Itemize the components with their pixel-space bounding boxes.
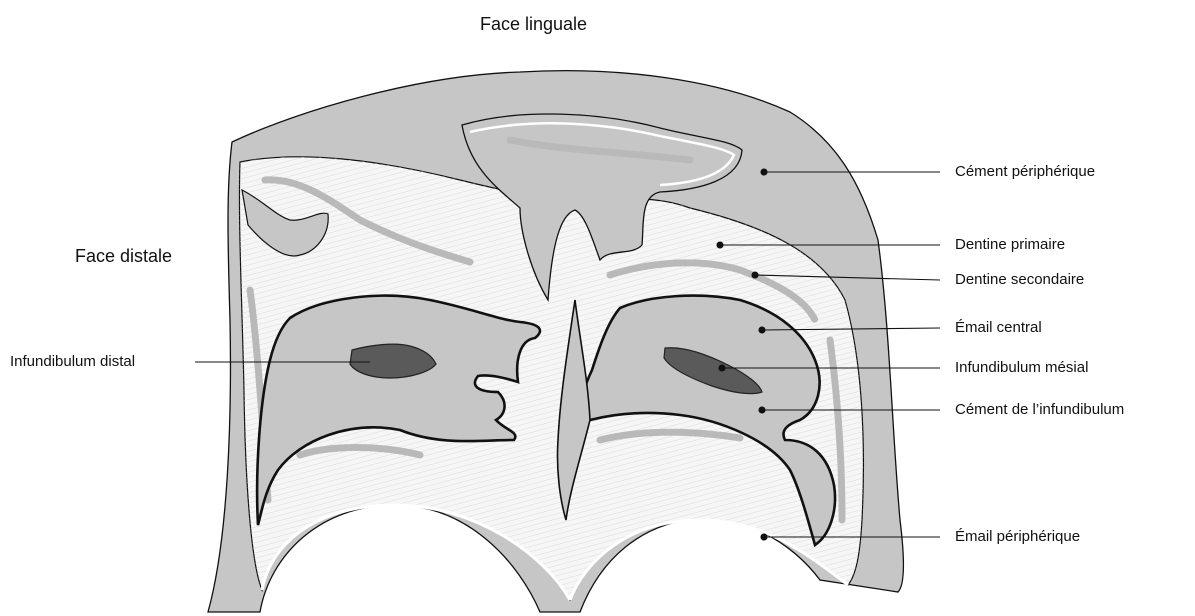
label-infundibulum-distal: Infundibulum distal bbox=[10, 353, 135, 370]
distal-face-label: Face distale bbox=[75, 246, 172, 267]
label-enamel-peripheral: Émail périphérique bbox=[955, 528, 1080, 545]
label-cement-infundibulum: Cément de l’infundibulum bbox=[955, 401, 1124, 418]
lingual-face-label: Face linguale bbox=[480, 14, 587, 35]
label-infundibulum-mesial: Infundibulum mésial bbox=[955, 359, 1088, 376]
label-dentine-secondary: Dentine secondaire bbox=[955, 271, 1084, 288]
label-enamel-central: Émail central bbox=[955, 319, 1042, 336]
label-cement-peripheral: Cément périphérique bbox=[955, 163, 1095, 180]
label-dentine-primary: Dentine primaire bbox=[955, 236, 1065, 253]
